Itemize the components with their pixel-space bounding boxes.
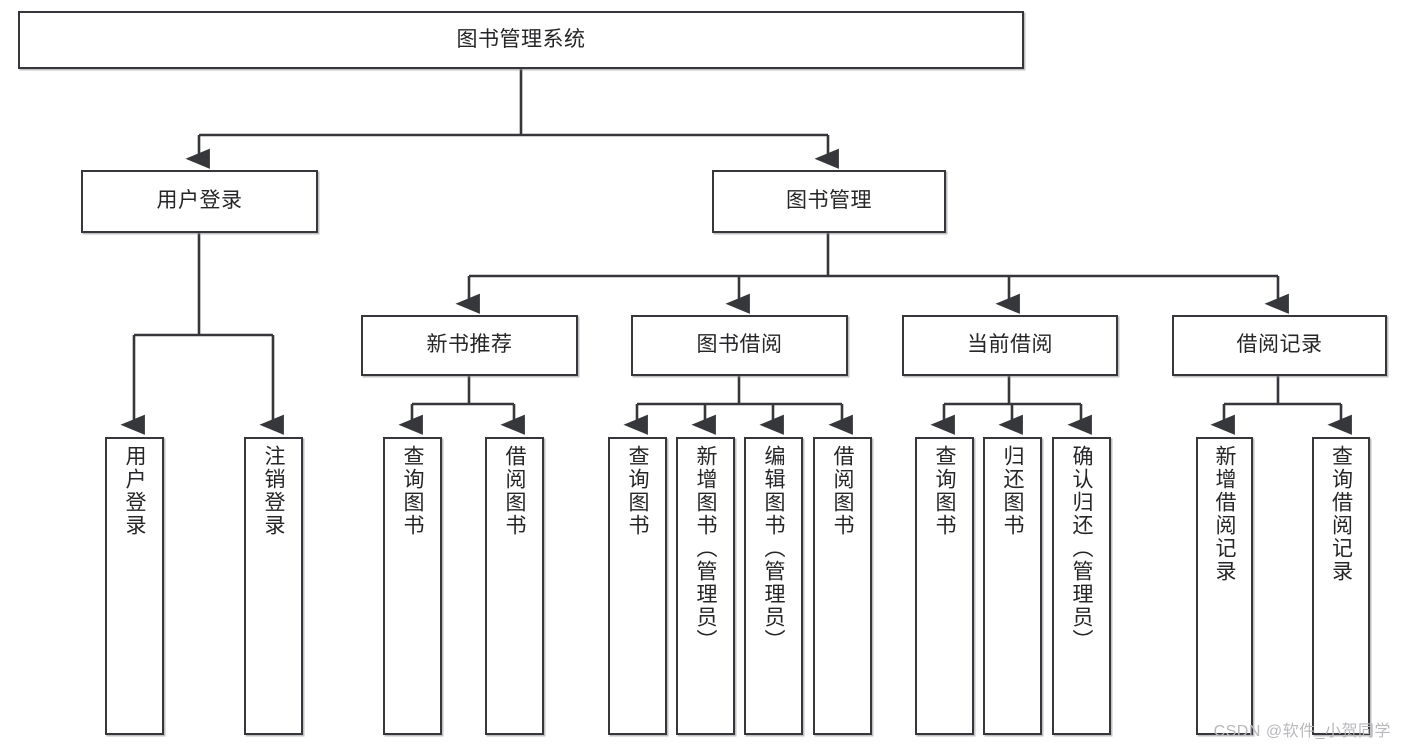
node-leaf-user-login[interactable]: 用户登录 bbox=[105, 437, 164, 735]
node-leaf-add-borrow-record-label: 新增借阅记录 bbox=[1213, 445, 1236, 583]
node-leaf-query-borrow-record-label: 查询借阅记录 bbox=[1329, 445, 1353, 583]
node-leaf-query-book-borrow-label: 查询图书 bbox=[626, 445, 649, 537]
node-leaf-user-login-label: 用户登录 bbox=[123, 445, 146, 537]
node-borrow-records[interactable]: 借阅记录 bbox=[1172, 315, 1387, 376]
node-leaf-borrow-book-label: 借阅图书 bbox=[831, 445, 854, 537]
node-leaf-query-book-current[interactable]: 查询图书 bbox=[915, 437, 974, 735]
node-book-management-label: 图书管理 bbox=[786, 189, 872, 213]
node-leaf-add-book-admin[interactable]: 新增图书（管理员） bbox=[676, 437, 735, 735]
node-root-label: 图书管理系统 bbox=[456, 27, 586, 51]
node-leaf-logout[interactable]: 注销登录 bbox=[244, 437, 303, 735]
node-leaf-return-book[interactable]: 归还图书 bbox=[983, 437, 1042, 735]
node-leaf-add-book-admin-label: 新增图书（管理员） bbox=[694, 445, 717, 652]
node-leaf-query-book-recommend[interactable]: 查询图书 bbox=[383, 437, 442, 735]
node-current-borrow-label: 当前借阅 bbox=[967, 333, 1053, 357]
node-leaf-query-borrow-record[interactable]: 查询借阅记录 bbox=[1312, 437, 1370, 735]
node-book-borrow[interactable]: 图书借阅 bbox=[631, 315, 848, 376]
node-user-login-label: 用户登录 bbox=[156, 189, 243, 213]
node-leaf-query-book-recommend-label: 查询图书 bbox=[401, 445, 424, 537]
node-root[interactable]: 图书管理系统 bbox=[18, 11, 1024, 69]
node-leaf-add-borrow-record[interactable]: 新增借阅记录 bbox=[1196, 437, 1253, 735]
node-current-borrow[interactable]: 当前借阅 bbox=[902, 315, 1118, 376]
node-borrow-records-label: 借阅记录 bbox=[1236, 333, 1323, 357]
node-leaf-edit-book-admin-label: 编辑图书（管理员） bbox=[762, 445, 785, 652]
node-leaf-edit-book-admin[interactable]: 编辑图书（管理员） bbox=[744, 437, 803, 735]
node-leaf-logout-label: 注销登录 bbox=[262, 445, 285, 537]
node-leaf-confirm-return-admin[interactable]: 确认归还（管理员） bbox=[1052, 437, 1111, 735]
node-leaf-return-book-label: 归还图书 bbox=[1001, 445, 1024, 537]
node-user-login[interactable]: 用户登录 bbox=[81, 170, 318, 233]
node-leaf-borrow-book-recommend-label: 借阅图书 bbox=[503, 445, 526, 537]
node-leaf-confirm-return-admin-label: 确认归还（管理员） bbox=[1070, 445, 1093, 652]
node-book-management[interactable]: 图书管理 bbox=[712, 170, 946, 233]
node-leaf-query-book-borrow[interactable]: 查询图书 bbox=[608, 437, 667, 735]
node-leaf-borrow-book[interactable]: 借阅图书 bbox=[813, 437, 872, 735]
node-new-book-recommend-label: 新书推荐 bbox=[426, 333, 513, 357]
node-book-borrow-label: 图书借阅 bbox=[696, 333, 783, 357]
node-leaf-borrow-book-recommend[interactable]: 借阅图书 bbox=[485, 437, 544, 735]
node-new-book-recommend[interactable]: 新书推荐 bbox=[361, 315, 578, 376]
node-leaf-query-book-current-label: 查询图书 bbox=[933, 445, 956, 537]
csdn-watermark: CSDN @软件_小贺同学 bbox=[1213, 723, 1391, 740]
